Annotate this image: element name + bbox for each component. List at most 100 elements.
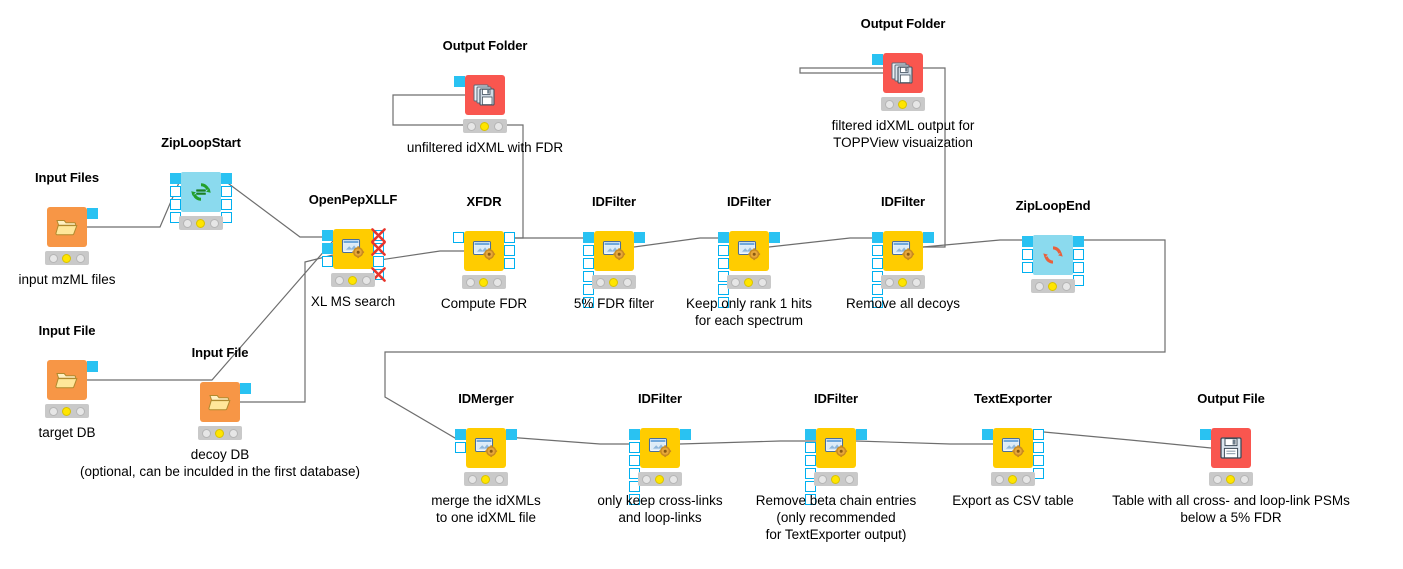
input-port-idfilter-rank1-0[interactable]	[718, 232, 729, 243]
output-port-textexporter-1[interactable]	[1033, 442, 1044, 453]
output-port-input-file-decoy-0[interactable]	[240, 383, 251, 394]
node-body-xfdr[interactable]	[464, 231, 504, 271]
wire-xfdr-to-output-folder-unfiltered[interactable]	[392, 94, 524, 239]
input-port-idmerger-0[interactable]	[455, 429, 466, 440]
node-body-idmerger[interactable]	[466, 428, 506, 468]
output-port-idfilter-rank1-0[interactable]	[769, 232, 780, 243]
input-port-ziploopend-1[interactable]	[1022, 249, 1033, 260]
output-port-ziploopend-2[interactable]	[1073, 262, 1084, 273]
input-port-idfilter-crosslinks-2[interactable]	[629, 455, 640, 466]
wire-idfilter-beta-to-textexporter[interactable]	[855, 440, 993, 445]
output-port-input-file-target-0[interactable]	[87, 361, 98, 372]
input-port-ziploopstart-1[interactable]	[170, 186, 181, 197]
output-port-idfilter-beta-0[interactable]	[856, 429, 867, 440]
input-port-idfilter-fdr-2[interactable]	[583, 258, 594, 269]
output-port-xfdr-2[interactable]	[504, 258, 515, 269]
input-port-idfilter-rank1-1[interactable]	[718, 245, 729, 256]
input-port-idfilter-decoys-4[interactable]	[872, 284, 883, 295]
input-port-ziploopend-2[interactable]	[1022, 262, 1033, 273]
node-body-output-file[interactable]	[1211, 428, 1251, 468]
wire-idfilter-decoys-to-output-folder-filtered[interactable]	[799, 67, 946, 248]
node-body-openpepxllf[interactable]	[333, 229, 373, 269]
output-port-idfilter-decoys-0[interactable]	[923, 232, 934, 243]
node-body-ziploopend[interactable]	[1033, 235, 1073, 275]
output-port-xfdr-0[interactable]	[504, 232, 515, 243]
wire-textexporter-to-output-file[interactable]	[1032, 430, 1212, 449]
wire-input-file-decoy-to-openpepxllf[interactable]	[239, 254, 334, 403]
input-port-xfdr-0[interactable]	[453, 232, 464, 243]
input-port-idfilter-rank1-2[interactable]	[718, 258, 729, 269]
input-port-ziploopstart-0[interactable]	[170, 173, 181, 184]
output-port-idmerger-0[interactable]	[506, 429, 517, 440]
output-port-ziploopstart-0[interactable]	[221, 173, 232, 184]
input-port-idmerger-1[interactable]	[455, 442, 466, 453]
wire-ziploopstart-to-openpepxllf[interactable]	[220, 177, 333, 238]
input-port-idfilter-fdr-1[interactable]	[583, 245, 594, 256]
output-port-ziploopend-1[interactable]	[1073, 249, 1084, 260]
input-port-idfilter-crosslinks-1[interactable]	[629, 442, 640, 453]
wire-openpepxllf-to-xfdr[interactable]	[372, 250, 464, 262]
input-port-openpepxllf-0[interactable]	[322, 230, 333, 241]
output-port-idfilter-fdr-0[interactable]	[634, 232, 645, 243]
output-port-textexporter-2[interactable]	[1033, 455, 1044, 466]
input-port-idfilter-crosslinks-5[interactable]	[629, 494, 640, 505]
output-port-ziploopstart-1[interactable]	[221, 186, 232, 197]
input-port-idfilter-fdr-4[interactable]	[583, 284, 594, 295]
node-body-input-file-target[interactable]	[47, 360, 87, 400]
input-port-ziploopend-0[interactable]	[1022, 236, 1033, 247]
input-port-idfilter-fdr-0[interactable]	[583, 232, 594, 243]
node-annotation-openpepxllf: XL MS search	[310, 294, 396, 309]
node-body-input-file-decoy[interactable]	[200, 382, 240, 422]
input-port-output-folder-unfiltered-0[interactable]	[454, 76, 465, 87]
output-port-idfilter-crosslinks-0[interactable]	[680, 429, 691, 440]
node-body-output-folder-filtered[interactable]	[883, 53, 923, 93]
input-port-idfilter-beta-0[interactable]	[805, 429, 816, 440]
input-port-idfilter-decoys-0[interactable]	[872, 232, 883, 243]
wire-idfilter-decoys-to-ziploopend[interactable]	[922, 239, 1033, 248]
input-port-idfilter-beta-5[interactable]	[805, 494, 816, 505]
input-port-ziploopstart-2[interactable]	[170, 199, 181, 210]
input-port-idfilter-crosslinks-0[interactable]	[629, 429, 640, 440]
node-body-idfilter-decoys[interactable]	[883, 231, 923, 271]
wire-idfilter-crosslinks-to-idfilter-beta[interactable]	[679, 440, 816, 445]
node-body-output-folder-unfiltered[interactable]	[465, 75, 505, 115]
wire-input-files-to-ziploopstart[interactable]	[86, 177, 182, 228]
input-port-idfilter-fdr-5[interactable]	[583, 297, 594, 308]
output-port-ziploopstart-2[interactable]	[221, 199, 232, 210]
status-indicator-idfilter-decoys	[881, 275, 925, 289]
output-port-input-files-0[interactable]	[87, 208, 98, 219]
input-port-idfilter-beta-4[interactable]	[805, 481, 816, 492]
input-port-idfilter-beta-2[interactable]	[805, 455, 816, 466]
wire-idfilter-rank1-to-idfilter-decoys[interactable]	[768, 237, 883, 248]
wire-idfilter-fdr-to-idfilter-rank1[interactable]	[633, 237, 729, 248]
node-body-idfilter-fdr[interactable]	[594, 231, 634, 271]
input-port-output-folder-filtered-0[interactable]	[872, 54, 883, 65]
node-body-idfilter-rank1[interactable]	[729, 231, 769, 271]
input-port-openpepxllf-2[interactable]	[322, 256, 333, 267]
status-indicator-output-file	[1209, 472, 1253, 486]
node-body-idfilter-crosslinks[interactable]	[640, 428, 680, 468]
input-port-textexporter-0[interactable]	[982, 429, 993, 440]
input-port-idfilter-decoys-5[interactable]	[872, 297, 883, 308]
input-port-idfilter-beta-1[interactable]	[805, 442, 816, 453]
node-body-idfilter-beta[interactable]	[816, 428, 856, 468]
output-port-textexporter-0[interactable]	[1033, 429, 1044, 440]
input-port-idfilter-decoys-1[interactable]	[872, 245, 883, 256]
input-port-idfilter-crosslinks-4[interactable]	[629, 481, 640, 492]
input-port-idfilter-rank1-5[interactable]	[718, 297, 729, 308]
output-port-ziploopend-0[interactable]	[1073, 236, 1084, 247]
node-body-input-files[interactable]	[47, 207, 87, 247]
output-port-openpepxllf-1[interactable]	[373, 243, 384, 254]
input-port-idfilter-decoys-2[interactable]	[872, 258, 883, 269]
node-annotation-input-file-decoy: decoy DB (optional, can be inculded in t…	[80, 447, 360, 479]
input-port-idfilter-rank1-4[interactable]	[718, 284, 729, 295]
input-port-openpepxllf-1[interactable]	[322, 243, 333, 254]
node-body-ziploopstart[interactable]	[181, 172, 221, 212]
output-port-xfdr-1[interactable]	[504, 245, 515, 256]
output-port-openpepxllf-2[interactable]	[373, 256, 384, 267]
output-port-openpepxllf-0[interactable]	[373, 230, 384, 241]
wire-idmerger-to-idfilter-crosslinks[interactable]	[505, 436, 640, 445]
node-body-textexporter[interactable]	[993, 428, 1033, 468]
input-port-output-file-0[interactable]	[1200, 429, 1211, 440]
